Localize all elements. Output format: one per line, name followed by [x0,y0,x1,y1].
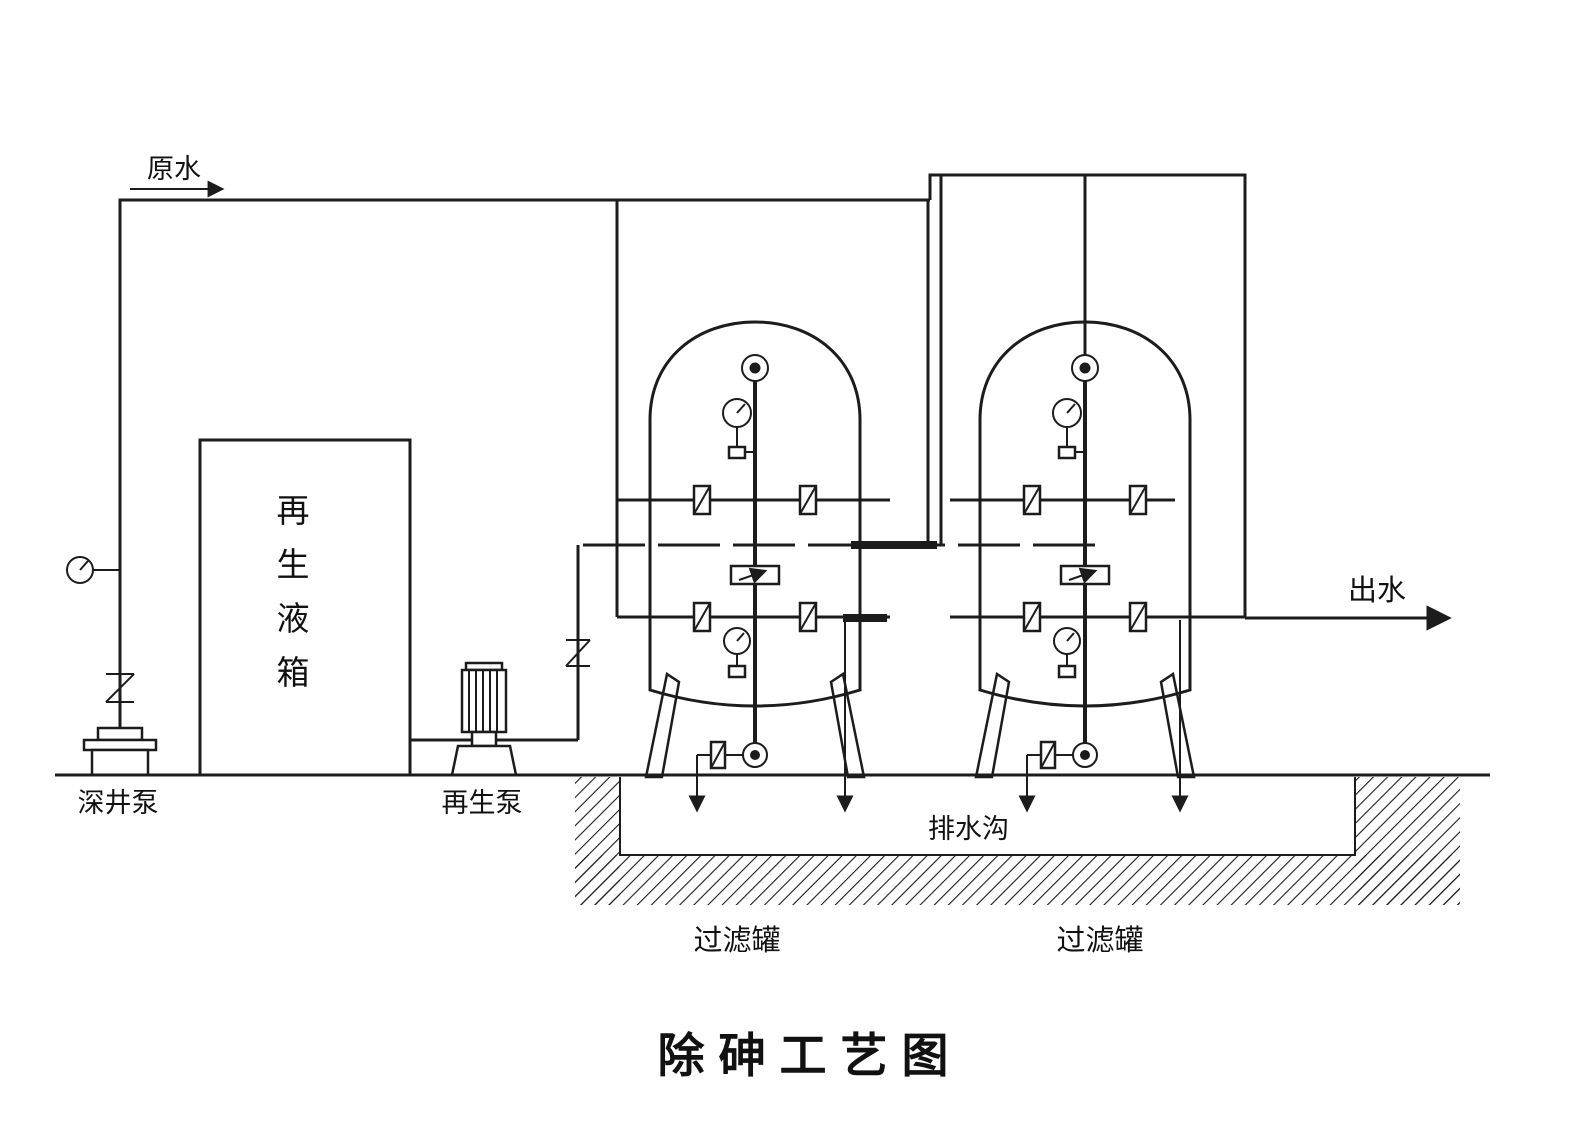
valve-icon [1039,740,1057,770]
diagram-labels: 原水 出水 深井泵 再生泵 排水沟 过滤罐 过滤罐 除砷工艺图 [78,154,1407,1082]
piping-network [118,173,1452,742]
gauge-needle [1066,632,1075,642]
filter-vessel-1 [617,320,890,813]
raw-water-header-pipe [118,198,930,728]
motor-fins [468,670,498,732]
vessel-top-port [741,354,769,382]
flow-arrow-icon [738,567,768,584]
trench-hatch-right [1355,777,1460,905]
gauge-bracket [727,445,747,460]
filter-vessel-2 [950,320,1245,813]
valve-icon [1128,601,1148,633]
deep-well-pump-label: 深井泵 [78,788,159,818]
regen-tank-label-char2: 生 [277,546,310,583]
vessel-bottom-port-core [750,750,760,760]
gate-valve-icon [565,639,591,667]
gauge-needle [736,632,745,642]
raw-water-label: 原水 [147,154,201,184]
vessel-leg-left [644,671,681,779]
overhead-pipe-loop [928,173,1247,618]
gauge-bracket [1057,445,1077,460]
vessel-leg-right [1159,671,1196,779]
valve-icon [1022,601,1042,633]
pump-neck [470,730,498,748]
regeneration-tank: 再 生 液 箱 [198,438,412,777]
vessel-top-port-core [749,362,761,374]
flow-arrow-icon [1068,567,1098,584]
valve-icon [709,740,727,770]
valve-icon [1022,484,1042,516]
vessel-leg-right [829,671,866,779]
vessel-bottom-port-core [1080,750,1090,760]
valve-icon [1128,484,1148,516]
gauge-bracket [1057,664,1077,679]
regen-tank-label-char1: 再 [277,492,310,529]
filter-tank-left-label: 过滤罐 [693,924,780,957]
gauge-needle [1066,403,1076,414]
regen-tank-label-char4: 箱 [277,654,310,691]
deep-well-pump [82,726,158,777]
gauge-needle [79,560,89,571]
trench-hatch-bottom [575,855,1460,905]
filter-tank-right-label: 过滤罐 [1056,924,1143,957]
pump-flange [82,738,158,752]
drain-ditch-label: 排水沟 [928,814,1009,844]
pump-body [90,748,150,777]
vessel-top-port-core [1079,362,1091,374]
outlet-water-label: 出水 [1348,574,1406,607]
vessel-leg-left [974,671,1011,779]
bold-pipe-segment-upper [851,541,937,549]
gauge-needle [736,403,746,414]
regeneration-pump [450,639,591,777]
well-riser-instruments [66,556,135,703]
ground-and-trench [55,773,1490,905]
regen-pump-label: 再生泵 [442,788,523,818]
gauge-bracket [727,664,747,679]
regen-tank-label-char3: 液 [277,600,310,637]
valve-icon [798,484,818,516]
trench-wall-outline [619,777,1356,856]
pump-base [450,744,518,777]
vessel-top-port [1071,354,1099,382]
pump-head [96,726,144,742]
valve-icon [798,601,818,633]
diagram-title: 除砷工艺图 [658,1029,963,1082]
gate-valve-icon [105,673,135,703]
valve-icon [692,601,712,633]
valve-icon [692,484,712,516]
